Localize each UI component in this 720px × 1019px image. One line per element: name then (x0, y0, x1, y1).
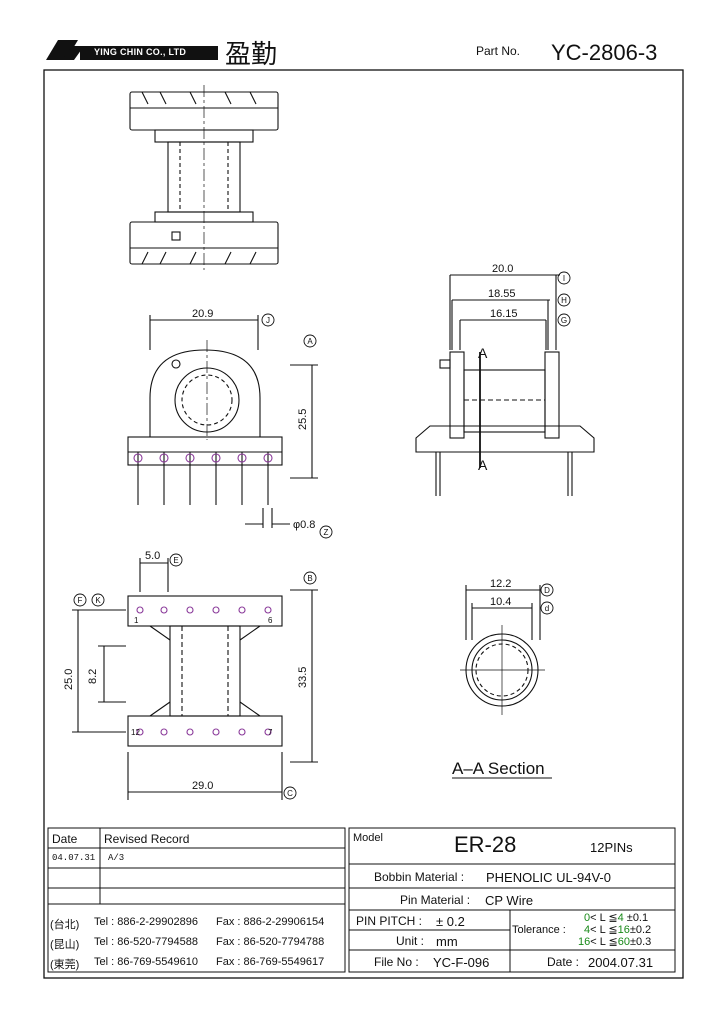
tol-3-val: ±0.3 (629, 936, 652, 948)
revision-record: A/3 (108, 853, 125, 863)
pin-material-value: CP Wire (485, 893, 534, 908)
pin-7-label: 7 (268, 728, 273, 737)
dim-5-0: 5.0 (145, 550, 160, 562)
marker-i: I (563, 274, 565, 283)
tol-2-lo: 4 (584, 924, 591, 936)
file-no-value: YC-F-096 (433, 955, 490, 970)
date-value: 2004.07.31 (588, 955, 654, 970)
pin-pitch-label: PIN PITCH : (356, 914, 423, 928)
contact-city-1: (台北) (50, 919, 80, 931)
tolerance-row-2: 4< L ≦16±0.2 (584, 923, 651, 936)
marker-k: K (95, 596, 101, 605)
marker-h: H (561, 296, 567, 305)
top-view (129, 85, 279, 270)
tol-sep-3: < L ≦ (590, 936, 618, 948)
tol-2-val: ±0.2 (629, 924, 652, 936)
pin-12-label: 12 (131, 728, 140, 737)
model-value: ER-28 (454, 832, 517, 857)
pin-material-label: Pin Material : (400, 893, 471, 907)
bobbin-material-label: Bobbin Material : (374, 870, 465, 884)
tol-3-hi: 60 (617, 936, 630, 948)
title-block-grid (47, 827, 676, 973)
marker-c: C (287, 789, 293, 798)
date-label: Date : (547, 955, 580, 969)
marker-f: F (78, 596, 83, 605)
marker-e: E (173, 556, 178, 565)
front-view (127, 315, 318, 528)
marker-d-lower: d (545, 604, 549, 613)
dim-25-5: 25.5 (297, 409, 309, 430)
logo-mark (46, 40, 218, 60)
tolerance-label: Tolerance : (512, 924, 566, 936)
marker-z: Z (324, 528, 329, 537)
date-header: Date (52, 832, 78, 846)
unit-label: Unit : (396, 934, 425, 948)
contact-city-3: (東莞) (50, 959, 80, 971)
company-logo: YING CHIN CO., LTD (44, 38, 219, 64)
dim-33-5: 33.5 (297, 667, 309, 688)
bobbin-material-value: PHENOLIC UL-94V-0 (486, 870, 611, 885)
tol-sep-2: < L ≦ (590, 924, 618, 936)
model-label: Model (353, 832, 383, 844)
tol-1-val: ±0.1 (626, 912, 649, 924)
dim-18-55: 18.55 (488, 288, 516, 300)
contact-tel-1: Tel : 886-2-29902896 (94, 916, 198, 928)
contact-tel-2: Tel : 86-520-7794588 (94, 936, 198, 948)
dim-16-15: 16.15 (490, 308, 518, 320)
side-view (415, 274, 595, 496)
pin-count: 12PINs (590, 840, 633, 855)
unit-value: mm (436, 934, 458, 949)
tol-1-lo: 0 (584, 912, 591, 924)
contact-fax-1: Fax : 886-2-29906154 (216, 916, 325, 928)
pin-pitch-value: ± 0.2 (436, 914, 465, 929)
tolerance-row-1: 0< L ≦4 ±0.1 (584, 911, 648, 924)
marker-j: J (266, 316, 270, 325)
dim-25-0: 25.0 (63, 669, 75, 690)
company-name: YING CHIN CO., LTD (94, 47, 187, 57)
dim-20-9: 20.9 (192, 308, 213, 320)
tol-2-hi: 16 (617, 924, 630, 936)
company-name-cn: 盈勤 (225, 40, 278, 70)
section-title: A–A Section (452, 759, 545, 778)
marker-a: A (307, 337, 313, 346)
file-no-label: File No : (374, 955, 419, 969)
marker-b: B (307, 574, 312, 583)
contact-tel-3: Tel : 86-769-5549610 (94, 956, 198, 968)
contact-city-2: (昆山) (50, 939, 80, 951)
revision-date: 04.07.31 (52, 853, 96, 863)
dim-8-2: 8.2 (87, 669, 99, 684)
marker-d-upper: D (544, 586, 550, 595)
front-pins (137, 452, 269, 505)
bottom-view (72, 558, 318, 800)
tol-1-hi: 4 (617, 912, 624, 924)
tol-3-lo: 16 (578, 936, 591, 948)
pin-1-label: 1 (134, 616, 139, 625)
dim-29-0: 29.0 (192, 780, 213, 792)
border-frame (43, 69, 684, 979)
section-marker-bottom: A (478, 457, 488, 473)
tol-sep-1: < L ≦ (590, 912, 618, 924)
dim-20-0: 20.0 (492, 263, 513, 275)
title-block: Date Revised Record 04.07.31 A/3 (台北) Te… (44, 826, 683, 976)
contact-fax-2: Fax : 86-520-7794788 (216, 936, 325, 948)
marker-g: G (561, 316, 567, 325)
pin-6-label: 6 (268, 616, 273, 625)
section-a-a (452, 585, 552, 779)
part-no: YC-2806-3 (551, 40, 658, 65)
tolerance-row-3: 16< L ≦60±0.3 (578, 935, 651, 948)
dim-pin-diameter: φ0.8 (293, 519, 315, 531)
dim-10-4: 10.4 (490, 596, 511, 608)
part-no-label: Part No. (476, 44, 521, 58)
contact-fax-3: Fax : 86-769-5549617 (216, 956, 325, 968)
dim-12-2: 12.2 (490, 578, 511, 590)
section-marker-top: A (478, 345, 488, 361)
revised-header: Revised Record (104, 832, 190, 846)
